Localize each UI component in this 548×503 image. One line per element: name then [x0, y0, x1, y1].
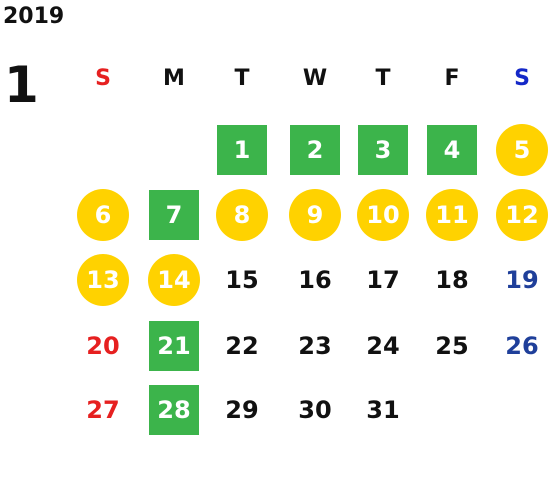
calendar-day-22[interactable]: 22 [225, 332, 259, 360]
weekday-label-mon: M [163, 66, 185, 91]
calendar-day-26[interactable]: 26 [505, 332, 539, 360]
calendar-day-17[interactable]: 17 [366, 266, 400, 294]
calendar-day-2[interactable]: 2 [290, 125, 340, 175]
calendar-day-13[interactable]: 13 [77, 254, 129, 306]
weekday-label-fri: F [444, 66, 460, 91]
calendar-day-19[interactable]: 19 [505, 266, 539, 294]
calendar-day-15[interactable]: 15 [225, 266, 259, 294]
calendar-day-11[interactable]: 11 [426, 189, 478, 241]
calendar-day-3[interactable]: 3 [358, 125, 408, 175]
calendar-day-8[interactable]: 8 [216, 189, 268, 241]
calendar-day-18[interactable]: 18 [435, 266, 469, 294]
calendar-day-21[interactable]: 21 [149, 321, 199, 371]
weekday-label-sun: S [95, 66, 111, 91]
calendar-day-7[interactable]: 7 [149, 190, 199, 240]
weekday-label-thu: T [375, 66, 391, 91]
calendar-day-31[interactable]: 31 [366, 396, 400, 424]
calendar-day-29[interactable]: 29 [225, 396, 259, 424]
calendar-day-28[interactable]: 28 [149, 385, 199, 435]
calendar-day-5[interactable]: 5 [496, 124, 548, 176]
calendar-day-25[interactable]: 25 [435, 332, 469, 360]
weekday-label-wed: W [302, 66, 328, 91]
calendar-day-30[interactable]: 30 [298, 396, 332, 424]
calendar-day-23[interactable]: 23 [298, 332, 332, 360]
calendar-day-27[interactable]: 27 [86, 396, 120, 424]
weekday-label-tue: T [234, 66, 250, 91]
calendar-month: 1 [4, 56, 39, 114]
calendar-day-10[interactable]: 10 [357, 189, 409, 241]
weekday-label-sat: S [514, 66, 530, 91]
calendar-day-4[interactable]: 4 [427, 125, 477, 175]
calendar-day-16[interactable]: 16 [298, 266, 332, 294]
calendar-day-6[interactable]: 6 [77, 189, 129, 241]
calendar-day-14[interactable]: 14 [148, 254, 200, 306]
calendar-day-1[interactable]: 1 [217, 125, 267, 175]
calendar-day-9[interactable]: 9 [289, 189, 341, 241]
calendar-day-12[interactable]: 12 [496, 189, 548, 241]
calendar-day-20[interactable]: 20 [86, 332, 120, 360]
calendar-day-24[interactable]: 24 [366, 332, 400, 360]
calendar-year: 2019 [3, 4, 65, 29]
